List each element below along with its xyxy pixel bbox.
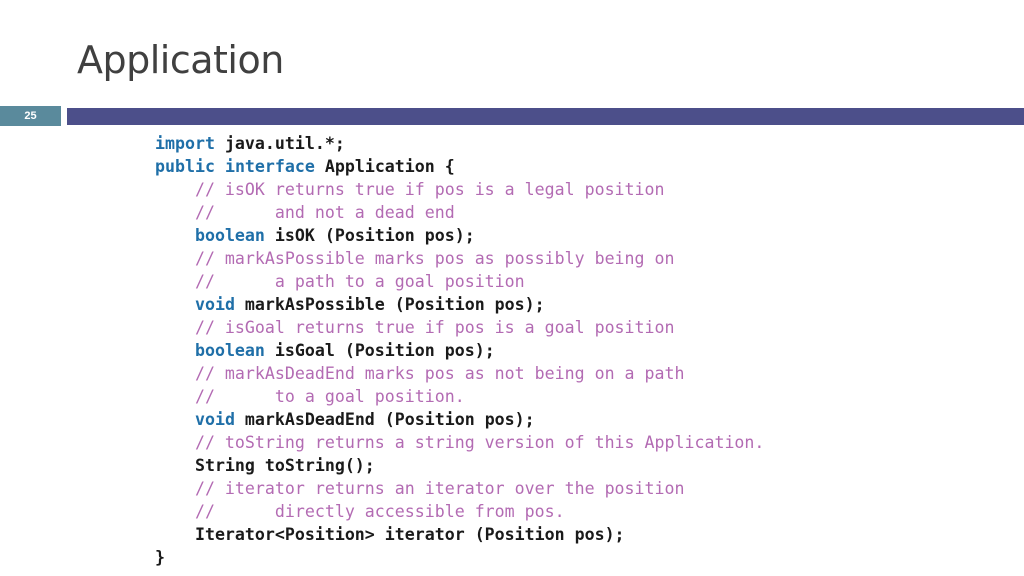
code-text: } <box>155 548 165 567</box>
code-keyword: boolean <box>194 341 265 360</box>
code-line: Iterator<Position> iterator (Position po… <box>155 523 764 546</box>
code-line: // directly accessible from pos. <box>155 500 764 523</box>
code-block: import java.util.*;public interface Appl… <box>155 132 764 569</box>
code-comment: // a path to a goal position <box>155 272 525 291</box>
code-comment: // markAsPossible marks pos as possibly … <box>155 249 675 268</box>
code-line: } <box>155 546 764 569</box>
code-line: import java.util.*; <box>155 132 764 155</box>
code-keyword: interface <box>224 157 315 176</box>
code-text: markAsPossible (Position pos); <box>234 295 545 314</box>
code-text <box>155 295 195 314</box>
code-line: // markAsDeadEnd marks pos as not being … <box>155 362 764 385</box>
code-text <box>155 410 195 429</box>
code-text: Application { <box>314 157 455 176</box>
code-line: // isGoal returns true if pos is a goal … <box>155 316 764 339</box>
code-line: // and not a dead end <box>155 201 764 224</box>
code-line: // iterator returns an iterator over the… <box>155 477 764 500</box>
code-text: markAsDeadEnd (Position pos); <box>234 410 535 429</box>
code-line: void markAsDeadEnd (Position pos); <box>155 408 764 431</box>
code-comment: // and not a dead end <box>155 203 455 222</box>
title-divider-bar <box>67 108 1024 125</box>
slide-title: Application <box>77 38 284 82</box>
code-text: java.util.*; <box>214 134 345 153</box>
code-text <box>155 226 195 245</box>
code-line: // toString returns a string version of … <box>155 431 764 454</box>
code-line: // isOK returns true if pos is a legal p… <box>155 178 764 201</box>
code-keyword: public <box>155 157 215 176</box>
code-comment: // toString returns a string version of … <box>155 433 765 452</box>
code-keyword: void <box>194 295 235 314</box>
code-line: // markAsPossible marks pos as possibly … <box>155 247 764 270</box>
code-keyword: boolean <box>194 226 265 245</box>
code-comment: // to a goal position. <box>155 387 465 406</box>
code-line: // to a goal position. <box>155 385 764 408</box>
code-keyword: import <box>155 134 215 153</box>
code-line: boolean isOK (Position pos); <box>155 224 764 247</box>
code-text <box>155 341 195 360</box>
code-keyword: void <box>194 410 235 429</box>
code-line: void markAsPossible (Position pos); <box>155 293 764 316</box>
code-comment: // isGoal returns true if pos is a goal … <box>155 318 675 337</box>
code-text: isGoal (Position pos); <box>264 341 495 360</box>
code-text <box>215 157 225 176</box>
code-comment: // directly accessible from pos. <box>155 502 565 521</box>
code-text: String toString(); <box>155 456 375 475</box>
code-line: public interface Application { <box>155 155 764 178</box>
code-comment: // markAsDeadEnd marks pos as not being … <box>155 364 685 383</box>
code-comment: // iterator returns an iterator over the… <box>155 479 685 498</box>
code-line: // a path to a goal position <box>155 270 764 293</box>
slide-number: 25 <box>0 106 61 126</box>
code-line: String toString(); <box>155 454 764 477</box>
code-comment: // isOK returns true if pos is a legal p… <box>155 180 665 199</box>
code-line: boolean isGoal (Position pos); <box>155 339 764 362</box>
code-text: isOK (Position pos); <box>264 226 475 245</box>
code-text: Iterator<Position> iterator (Position po… <box>155 525 625 544</box>
